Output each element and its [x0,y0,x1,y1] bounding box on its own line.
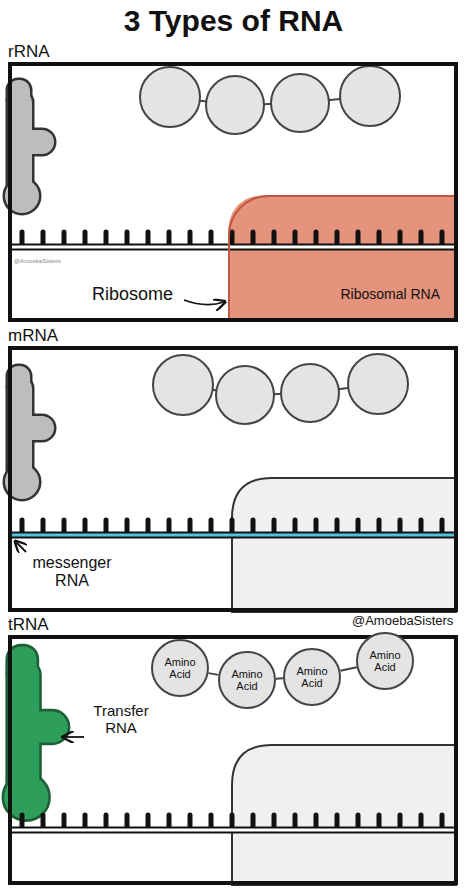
circle-label: Amino Acid [290,665,334,689]
leader-arrow [184,300,224,305]
panel-heading: mRNA [8,326,58,346]
trna-outline [5,366,54,499]
trna-fill [4,646,68,819]
circle-label: Amino Acid [363,649,407,673]
amino-acid-chain [140,66,400,134]
ribosome [232,745,456,885]
chain-link [340,667,356,671]
leader-arrow [16,542,26,552]
trna-outline [5,80,54,213]
watermark: @AmoebaSisters [14,258,61,265]
leader-arrow [64,736,84,738]
amino-acid-circle: Amino Acid [151,639,209,697]
circle-label: Amino Acid [158,656,202,680]
callout-label: Transfer RNA [88,702,154,737]
rna-panel: Ribosomal RNArRNA [8,62,458,322]
callout-label: messenger RNA [22,554,122,591]
chain-link [276,677,283,679]
amino-acid-circle: Amino Acid [283,648,341,706]
rna-strand [12,232,456,247]
amino-acid-chain [153,354,408,424]
panel-heading: rRNA [8,42,50,62]
trna-fill [5,80,54,213]
watermark: @AmoebaSisters [352,614,453,629]
chain-link [209,673,219,675]
rna-strand [12,815,456,830]
panel-heading: tRNA [8,615,49,635]
trna-outline [4,646,68,819]
callout-label: Ribosome [92,284,173,305]
part-label: Ribosomal RNA [340,286,440,302]
amino-acid-circle: Amino Acid [356,632,414,690]
rna-panel: mRNA [8,346,458,612]
rna-strand [12,520,456,535]
circle-label: Amino Acid [225,668,269,692]
title: 3 Types of RNA [0,4,467,38]
amino-acid-circle: Amino Acid [218,651,276,709]
trna-fill [5,366,54,499]
ribosome-box: Ribosomal RNA [228,195,454,318]
rna-panel: Amino AcidAmino AcidAmino AcidAmino Acid… [8,635,458,885]
ribosome [232,478,456,612]
ribosome-fill [228,195,456,322]
